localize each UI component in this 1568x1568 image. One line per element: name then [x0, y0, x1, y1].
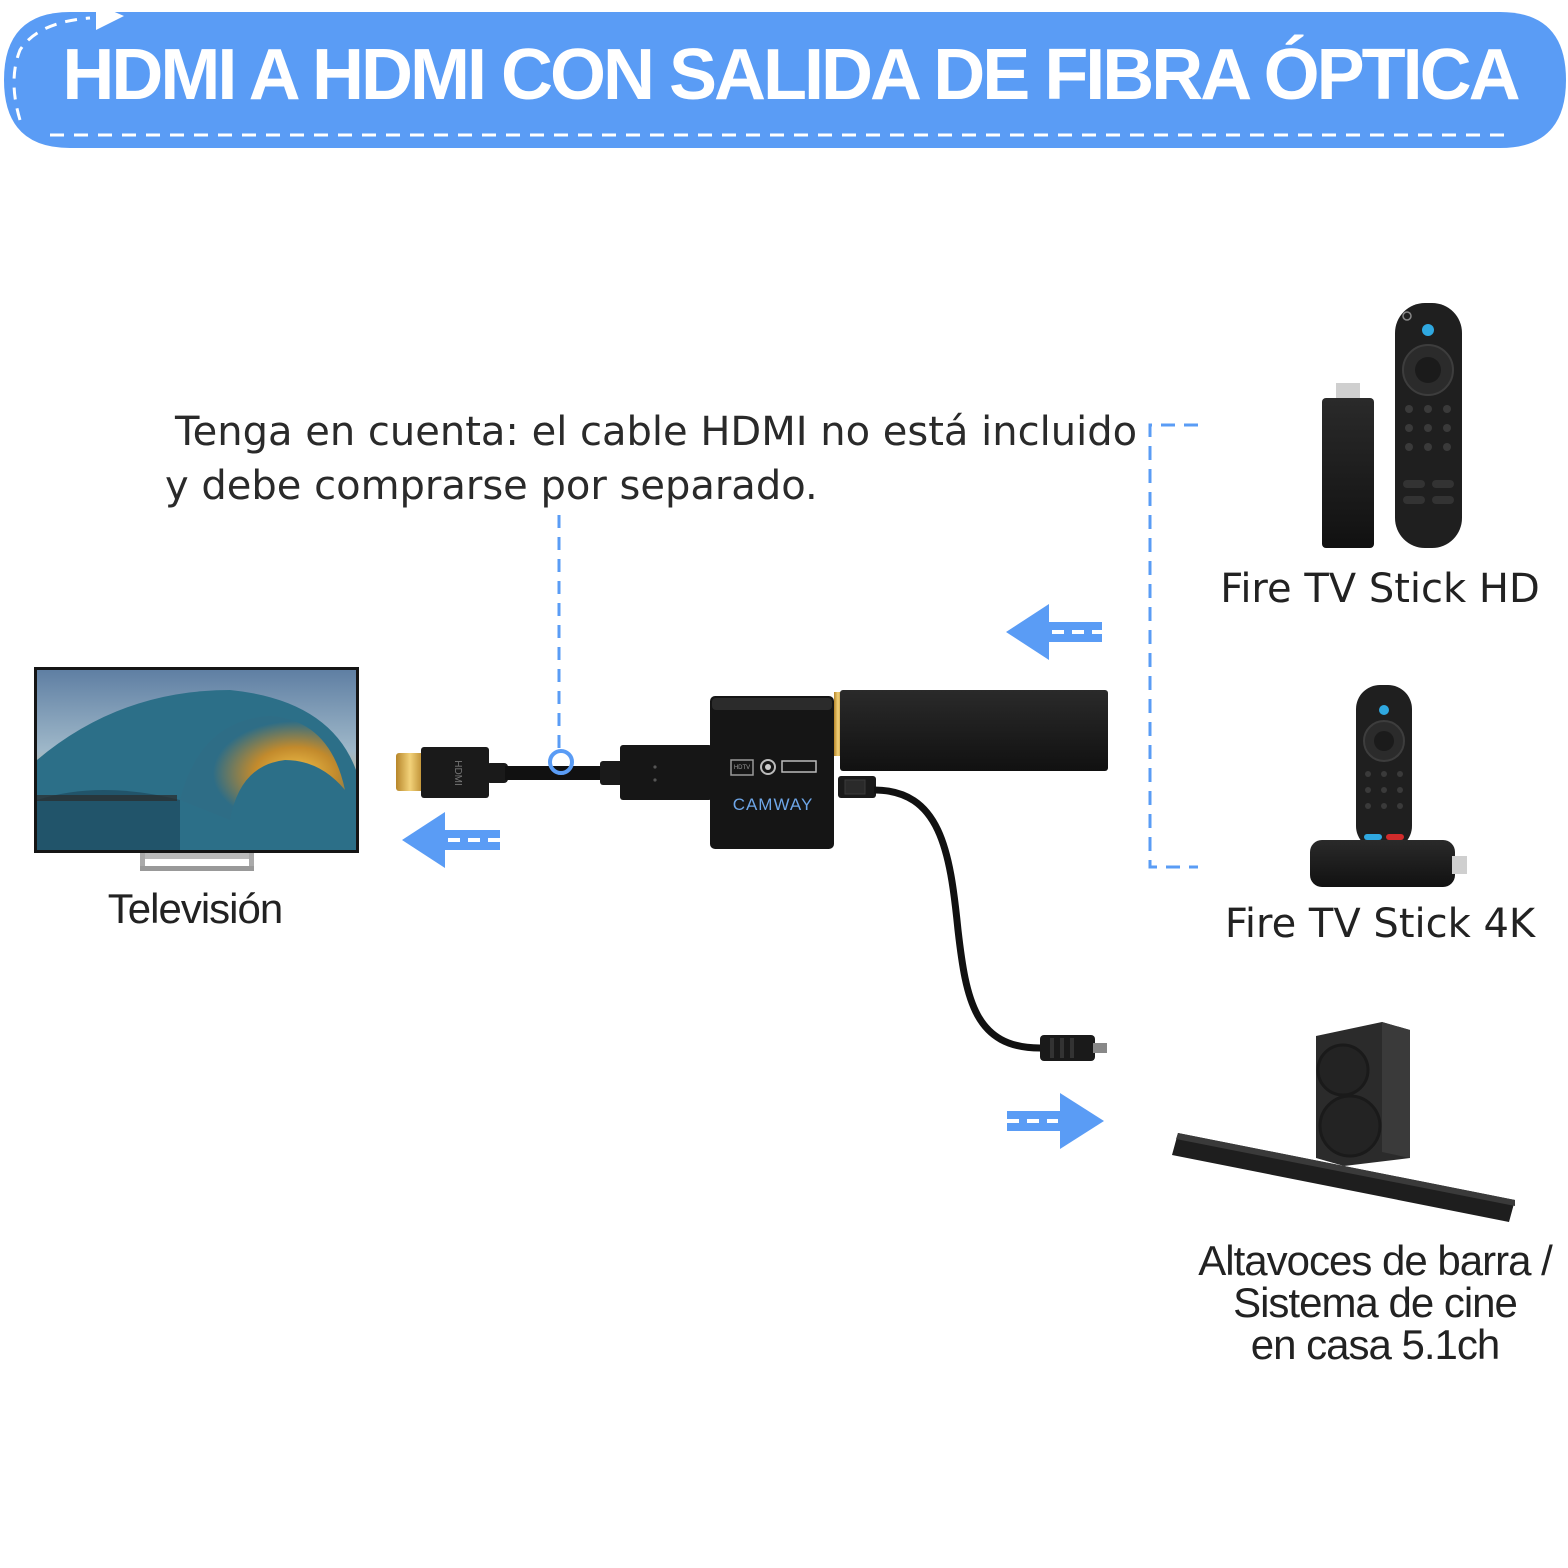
optical-cable — [838, 776, 1107, 1061]
fire-tv-stick-4k — [1310, 685, 1467, 887]
tv-label: Televisión — [107, 885, 283, 932]
voice-button-icon — [1422, 324, 1434, 336]
page-title: HDMI A HDMI CON SALIDA DE FIBRA ÓPTICA — [62, 35, 1520, 115]
title-banner — [4, 4, 1566, 148]
cable-note: Tenga en cuenta: el cable HDMI no está i… — [165, 405, 1145, 513]
fire-tv-hd-label: Fire TV Stick HD — [1220, 566, 1540, 612]
fire-tv-4k-label: Fire TV Stick 4K — [1224, 901, 1536, 947]
note-pointer — [548, 515, 574, 775]
plugged-fire-stick — [840, 690, 1108, 771]
woofer-icon — [1316, 1043, 1370, 1097]
adapter-port-label: HDTV — [734, 765, 750, 771]
soundbar-label-line3: en casa 5.1ch — [1250, 1321, 1501, 1368]
arrow-to-soundbar — [1007, 1093, 1104, 1149]
voice-button-icon — [1379, 705, 1389, 715]
woofer-icon — [1318, 1094, 1382, 1158]
arrow-to-tv — [402, 812, 500, 868]
arrow-left-icon — [1006, 604, 1049, 660]
stick-port-icon — [781, 760, 817, 773]
cable-note-line1: Tenga en cuenta: el cable HDMI no está i… — [175, 409, 1138, 455]
arrow-left-icon — [402, 812, 445, 868]
hdmi-optical-adapter: HDTV CAMWAY — [710, 692, 842, 849]
banner-arrow-icon — [96, 4, 124, 30]
soundbar-system — [1172, 1022, 1515, 1222]
fire-tv-stick-hd — [1322, 303, 1462, 548]
hdmi-cable-label: HDMI — [452, 760, 463, 786]
optical-port-icon — [760, 759, 776, 775]
pointer-circle-icon — [548, 749, 574, 775]
power-button-icon — [1402, 311, 1412, 321]
devices-bracket — [1148, 423, 1198, 869]
soundbar-label: Altavoces de barra / Sistema de cine en … — [1180, 1240, 1568, 1366]
adapter-brand: CAMWAY — [733, 795, 814, 814]
arrow-from-stick — [1006, 604, 1102, 660]
cable-note-line2: y debe comprarse por separado. — [165, 463, 818, 509]
soundbar-label-line2: Sistema de cine — [1233, 1279, 1518, 1326]
tv-port-icon — [730, 759, 754, 776]
television — [34, 667, 359, 871]
soundbar-label-line1: Altavoces de barra / — [1198, 1237, 1553, 1284]
arrow-right-icon — [1060, 1093, 1104, 1149]
